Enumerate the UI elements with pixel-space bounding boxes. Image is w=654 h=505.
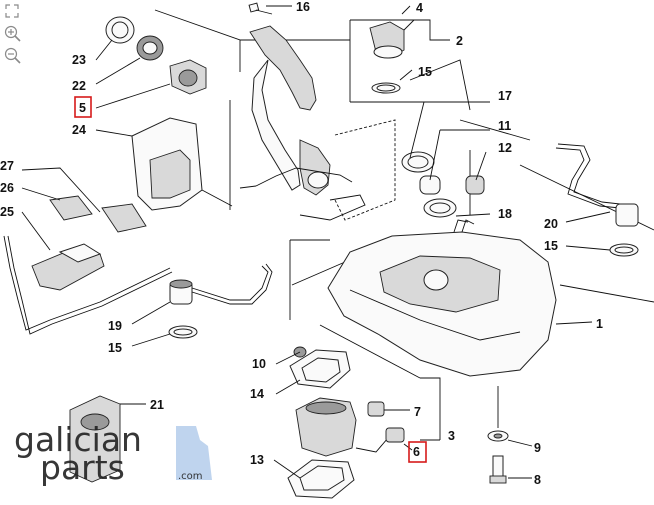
sender-unit-4 <box>369 19 415 59</box>
callout-21[interactable]: 21 <box>150 398 164 412</box>
callout-26[interactable]: 26 <box>0 181 14 195</box>
callout-14[interactable]: 14 <box>250 387 264 401</box>
watermark-line1: galician <box>14 420 142 459</box>
fuel-line-left <box>3 235 173 335</box>
cap-5 <box>169 59 207 95</box>
grommet-12 <box>465 175 485 195</box>
cap-23 <box>105 16 135 44</box>
gasket-13 <box>287 459 355 499</box>
callout-2[interactable]: 2 <box>456 34 463 48</box>
fit-view-button[interactable] <box>2 2 24 20</box>
connector-7 <box>367 401 385 417</box>
gasket-14 <box>289 349 351 389</box>
callout-1[interactable]: 1 <box>596 317 603 331</box>
frame-27 <box>21 167 101 213</box>
callout-6-highlight <box>408 441 427 463</box>
seal-15-top-inner <box>376 84 396 92</box>
callout-17[interactable]: 17 <box>498 89 512 103</box>
callout-4[interactable]: 4 <box>416 1 423 15</box>
connector-6 <box>355 427 405 453</box>
seal-15-right <box>609 243 639 257</box>
leader-lines <box>21 5 611 479</box>
pad-26 <box>49 195 147 233</box>
fuel-tank-1 <box>327 219 593 377</box>
group-lines <box>154 9 654 441</box>
callout-5[interactable]: 5 <box>79 101 86 115</box>
callout-13[interactable]: 13 <box>250 453 264 467</box>
zoom-out-button[interactable] <box>2 46 24 64</box>
hose-11 <box>419 175 441 195</box>
callouts: 1 2 3 4 5 6 7 8 9 10 11 12 13 14 15 15 1… <box>0 0 603 487</box>
watermark-line2: parts <box>40 448 125 487</box>
callout-25[interactable]: 25 <box>0 205 14 219</box>
bolt-16 <box>248 2 273 15</box>
watermark-map-shape <box>176 426 212 480</box>
bolt-8 <box>489 386 507 484</box>
callout-20[interactable]: 20 <box>544 217 558 231</box>
callout-15-top[interactable]: 15 <box>418 65 432 79</box>
pump-19 <box>169 263 273 305</box>
watermark-logo: galician parts .com <box>14 420 212 487</box>
callout-27[interactable]: 27 <box>0 159 14 173</box>
clamp-17 <box>401 151 435 173</box>
zoom-out-icon <box>4 47 21 64</box>
callout-15-right[interactable]: 15 <box>544 239 558 253</box>
callout-7[interactable]: 7 <box>414 405 421 419</box>
cap-22 <box>136 35 164 61</box>
watermark-suffix: .com <box>178 471 203 482</box>
callout-18[interactable]: 18 <box>498 207 512 221</box>
callout-15-left[interactable]: 15 <box>108 341 122 355</box>
module-21 <box>69 395 121 483</box>
filter-25 <box>31 243 105 291</box>
callout-10[interactable]: 10 <box>252 357 266 371</box>
callout-22[interactable]: 22 <box>72 79 86 93</box>
viewer-toolbar <box>2 2 28 68</box>
bracket-24 <box>131 117 233 211</box>
washer-9 <box>487 430 509 442</box>
callout-24[interactable]: 24 <box>72 123 86 137</box>
callout-12[interactable]: 12 <box>498 141 512 155</box>
filler-neck <box>239 25 353 196</box>
pump-module-3 <box>295 397 357 457</box>
callout-9[interactable]: 9 <box>534 441 541 455</box>
pump-20 <box>555 143 639 227</box>
callout-6[interactable]: 6 <box>413 445 420 459</box>
callout-16[interactable]: 16 <box>296 0 310 14</box>
zoom-in-button[interactable] <box>2 24 24 42</box>
fit-view-icon <box>5 4 19 18</box>
seal-15-left <box>168 325 198 339</box>
zoom-in-icon <box>4 25 21 42</box>
callout-11[interactable]: 11 <box>498 119 511 133</box>
callout-8[interactable]: 8 <box>534 473 541 487</box>
callout-23[interactable]: 23 <box>72 53 86 67</box>
callout-3[interactable]: 3 <box>448 429 455 443</box>
callout-19[interactable]: 19 <box>108 319 122 333</box>
callout-5-highlight <box>74 96 92 118</box>
clamp-18 <box>423 198 457 218</box>
